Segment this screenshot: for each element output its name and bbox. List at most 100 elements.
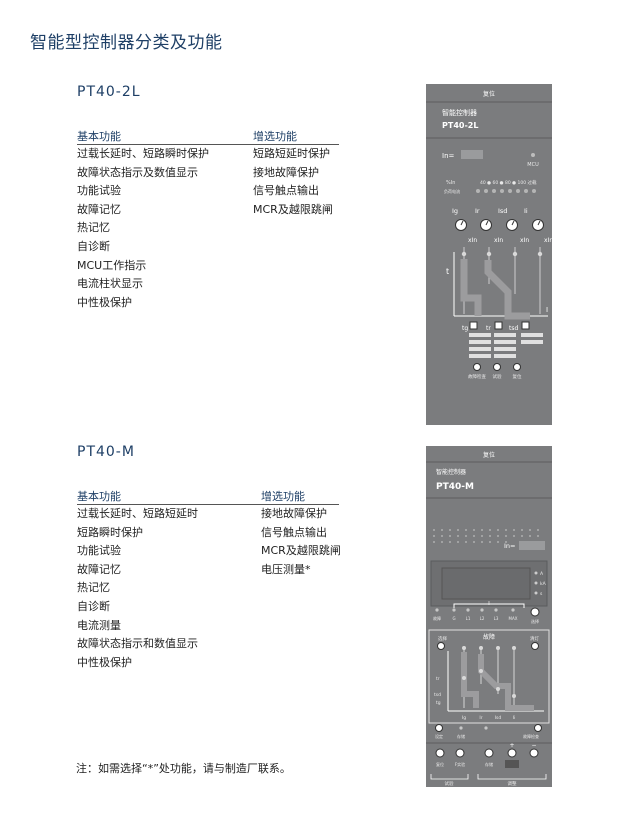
- list-item: 短路瞬时保护: [77, 525, 143, 539]
- dial-label-ig: Ig: [452, 207, 458, 215]
- list-item: 故障状态指示及数值显示: [77, 165, 198, 179]
- store-indicator: [505, 760, 519, 768]
- unit-ka: kA: [540, 581, 547, 587]
- tg-switch[interactable]: [469, 321, 478, 330]
- xin-label: xIn: [544, 237, 552, 244]
- pt40-m-basic-heading: 基本功能: [77, 490, 121, 503]
- dial-label-ir: Ir: [475, 207, 480, 215]
- phase-label: L2: [480, 616, 485, 621]
- pt40-2l-model-title: PT40-2L: [77, 84, 141, 100]
- set-button[interactable]: [435, 724, 443, 732]
- unit-indicators: A kA s: [534, 571, 547, 597]
- store-key[interactable]: [484, 748, 494, 758]
- panel-name: 智能控制器: [436, 468, 466, 476]
- tsd-switch[interactable]: [521, 321, 530, 330]
- select-button[interactable]: [530, 607, 540, 617]
- test-button[interactable]: [493, 363, 501, 371]
- tr-switch[interactable]: [494, 321, 503, 330]
- list-item: 短路短延时保护: [253, 147, 330, 160]
- phase-label: L3: [494, 616, 499, 621]
- pt40-2l-divider: [77, 144, 339, 145]
- phase-label: L1: [466, 616, 471, 621]
- reset-label: 复位: [483, 90, 495, 98]
- list-item: 过载长延时、短路短延时: [77, 507, 198, 520]
- list-item: MCU工作指示: [77, 258, 147, 272]
- reset-label: 复位: [513, 373, 522, 380]
- footnote: 注：如需选择“*”处功能，请与制造厂联系。: [76, 762, 291, 775]
- xin-label: xIn: [494, 237, 503, 244]
- test-group-label: 试验: [445, 780, 454, 787]
- curve-label-ig: Ig: [462, 715, 466, 721]
- list-item: 自诊断: [77, 239, 110, 253]
- pt40-m-basic-list: 过载长延时、短路短延时 短路瞬时保护 功能试验 故障记忆 热记忆 自诊断 电流测…: [77, 505, 198, 672]
- list-item: 中性极保护: [77, 655, 132, 669]
- mcu-led-icon: [531, 153, 535, 157]
- list-item: 故障记忆: [77, 562, 121, 576]
- clear-button[interactable]: [531, 642, 539, 650]
- panel-model: PT40-M: [436, 482, 474, 492]
- adjust-group-label: 调整: [508, 780, 517, 787]
- y-label-tr: tr: [436, 676, 440, 682]
- minus-key[interactable]: [529, 748, 539, 758]
- pct-in-label: %In: [446, 180, 455, 186]
- list-item: 过载长延时、短路瞬时保护: [77, 147, 209, 160]
- phase-label: 故障: [433, 615, 441, 621]
- test-key[interactable]: [455, 748, 465, 758]
- pt40-2l-basic-heading: 基本功能: [77, 130, 121, 143]
- fault-check-label: 故障检查: [523, 733, 539, 739]
- dial-label-isd: Isd: [498, 207, 507, 215]
- minus-label: −: [531, 742, 536, 749]
- list-item: 热记忆: [77, 581, 110, 595]
- svg-text:I: I: [488, 601, 489, 607]
- y-label-tg: tg: [436, 700, 441, 706]
- fault-check-button[interactable]: [534, 724, 542, 732]
- pt40-2l-device-panel: 复位 智能控制器 PT40-2L In= MCU %In 40 ● 60 ● 8…: [426, 84, 553, 425]
- xin-label: xIn: [468, 237, 477, 244]
- lcd-display: [441, 567, 531, 600]
- store-key-label: 存储: [485, 761, 493, 767]
- list-item: MCR及越限跳闸: [261, 544, 341, 558]
- reset-key[interactable]: [435, 748, 445, 758]
- left-button-label: 选择: [438, 635, 447, 642]
- function-buttons: 设定 存储 故障检查: [435, 724, 542, 739]
- in-label: In=: [442, 152, 455, 160]
- mcu-label: MCU: [527, 162, 539, 168]
- fault-check-label: 故障检查: [468, 373, 486, 380]
- indicator-dots: [433, 529, 539, 543]
- phase-label: G: [452, 616, 455, 621]
- load-bar-leds: [476, 189, 536, 193]
- keypad: 复位 F实验 存储 + − 试验 调整: [430, 742, 547, 787]
- left-select-button[interactable]: [437, 642, 445, 650]
- store-label: 存储: [457, 733, 465, 739]
- in-label: In=: [504, 542, 515, 550]
- test-key-label: F实验: [455, 761, 465, 767]
- phase-label: MAX: [509, 616, 518, 621]
- plus-key[interactable]: [507, 748, 517, 758]
- pt40-2l-optional-heading: 增选功能: [253, 130, 297, 143]
- right-button-label: 清灯: [530, 635, 539, 642]
- panel-model: PT40-2L: [442, 121, 478, 130]
- pt40-2l-basic-list: 过载长延时、短路瞬时保护 故障状态指示及数值显示 功能试验 故障记忆 热记忆 自…: [77, 145, 209, 312]
- in-display: [461, 150, 483, 159]
- list-item: 功能试验: [77, 184, 121, 198]
- i-axis-label: I: [546, 306, 548, 314]
- t-axis-label: t: [446, 267, 449, 276]
- pt40-m-optional-heading: 增选功能: [261, 490, 305, 503]
- pt40-m-model-title: PT40-M: [77, 444, 135, 460]
- dial-label-ii: Ii: [524, 207, 528, 215]
- tsd-label: tsd: [509, 325, 518, 332]
- pt40-m-optional-list: 接地故障保护 信号触点输出 MCR及越限跳闸 电压测量*: [261, 505, 341, 579]
- bottom-buttons: 故障检查 试验 复位: [468, 363, 522, 380]
- test-label: 试验: [493, 373, 502, 380]
- fault-title: 故障: [483, 633, 495, 641]
- tg-label: tg: [462, 325, 468, 332]
- pt40-2l-optional-list: 短路短延时保护 接地故障保护 信号触点输出 MCR及越限跳闸: [253, 145, 333, 219]
- trip-curve-diagram: t I: [446, 247, 548, 320]
- setting-dials[interactable]: [455, 219, 544, 231]
- list-item: MCR及越限跳闸: [253, 202, 333, 216]
- y-label-tsd: tsd: [434, 692, 441, 698]
- tr-label: tr: [486, 325, 491, 332]
- reset-button[interactable]: [513, 363, 521, 371]
- fault-check-button[interactable]: [473, 363, 481, 371]
- pt40-m-divider: [77, 504, 339, 505]
